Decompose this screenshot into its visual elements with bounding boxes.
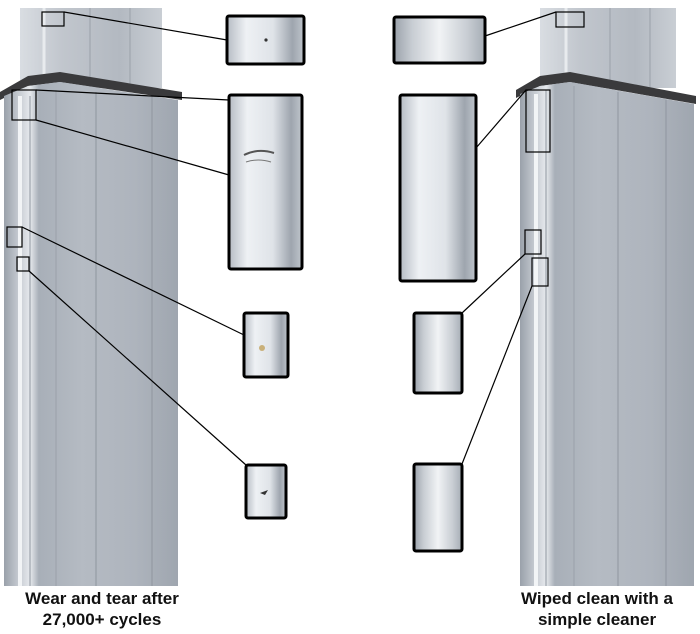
caption-right-line2: simple cleaner	[537, 610, 657, 629]
caption-right: Wiped clean with a simple cleaner	[494, 588, 700, 630]
clean-closeup-top	[392, 15, 487, 65]
clean-closeup-lower	[412, 462, 464, 553]
left-callout-lines	[21, 11, 247, 466]
chip-closeup-lower	[244, 463, 288, 520]
clean-closeup-small	[412, 311, 464, 395]
caption-left-line1: Wear and tear after	[25, 589, 179, 608]
dent-closeup-panel	[227, 93, 304, 271]
caption-left: Wear and tear after 27,000+ cycles	[4, 588, 200, 630]
right-callout-lines	[461, 11, 557, 465]
right-post	[516, 8, 696, 586]
right-marker-boxes	[524, 11, 585, 287]
caption-right-line1: Wiped clean with a	[521, 589, 673, 608]
left-marker-boxes	[6, 11, 65, 272]
scratch-closeup-top	[225, 14, 306, 66]
stain-closeup-small	[242, 311, 290, 379]
caption-left-line2: 27,000+ cycles	[42, 610, 162, 629]
clean-closeup-panel	[398, 93, 478, 283]
left-post	[0, 8, 182, 586]
